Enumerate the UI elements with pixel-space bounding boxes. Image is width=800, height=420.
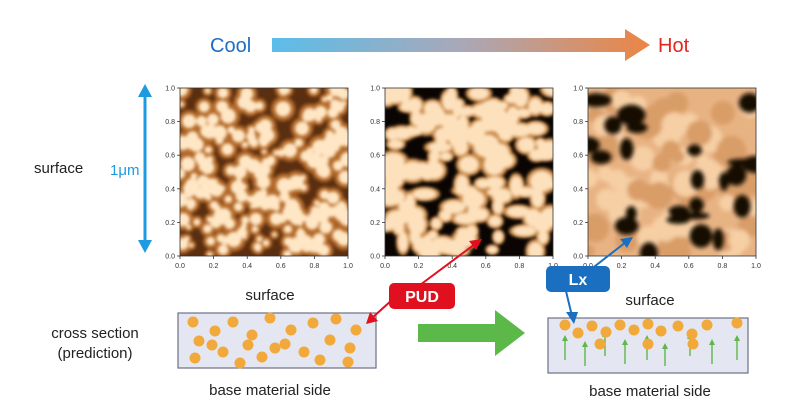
surface-particle	[731, 317, 743, 329]
left-base-label: base material side	[209, 382, 331, 399]
surface-particle	[614, 319, 626, 331]
afm-image-hot: 0.00.00.20.20.40.40.60.60.80.81.01.0	[573, 86, 761, 271]
predicted-particle	[342, 356, 354, 368]
predicted-particle	[227, 316, 239, 328]
pud-arrows	[366, 239, 482, 324]
pud-badge: PUD	[389, 283, 455, 309]
y-tick-label: 0.6	[165, 153, 175, 160]
x-tick-label: 0.8	[718, 263, 728, 270]
predicted-particle	[279, 338, 291, 350]
x-tick-label: 0.4	[447, 263, 457, 270]
surface-particle	[594, 338, 606, 350]
y-tick-label: 0.8	[573, 119, 583, 126]
y-tick-label: 0.6	[573, 153, 583, 160]
predicted-particle	[264, 312, 276, 324]
x-tick-label: 0.4	[242, 263, 252, 270]
predicted-particle	[307, 317, 319, 329]
afm-image-medium: 0.00.00.20.20.40.40.60.60.80.81.01.0	[370, 86, 558, 271]
predicted-particle	[314, 354, 326, 366]
predicted-particle	[189, 352, 201, 364]
y-tick-label: 0.8	[165, 119, 175, 126]
predicted-particle	[217, 346, 229, 358]
surface-particle	[600, 326, 612, 338]
y-tick-label: 1.0	[573, 86, 583, 93]
predicted-particle	[206, 339, 218, 351]
predicted-particle	[298, 346, 310, 358]
predicted-particle	[350, 324, 362, 336]
surface-row-label: surface	[34, 160, 83, 177]
y-tick-label: 0.4	[573, 186, 583, 193]
right-surface-label: surface	[625, 292, 674, 309]
predicted-particle	[246, 329, 258, 341]
surface-particle	[701, 319, 713, 331]
predicted-particle	[269, 342, 281, 354]
y-tick-label: 0.0	[165, 254, 175, 261]
x-tick-label: 0.4	[650, 263, 660, 270]
predicted-particle	[330, 313, 342, 325]
predicted-particle	[285, 324, 297, 336]
x-tick-label: 0.8	[515, 263, 525, 270]
predicted-particle	[344, 342, 356, 354]
process-arrow	[418, 310, 525, 356]
temperature-gradient-arrow	[272, 29, 650, 61]
y-tick-label: 0.8	[370, 119, 380, 126]
x-tick-label: 0.0	[175, 263, 185, 270]
y-tick-label: 1.0	[370, 86, 380, 93]
scale-arrow	[138, 84, 152, 253]
predicted-particle	[209, 325, 221, 337]
x-tick-label: 1.0	[751, 263, 761, 270]
lx-badge-label: Lx	[569, 272, 588, 289]
y-tick-label: 0.0	[573, 254, 583, 261]
predicted-particle	[187, 316, 199, 328]
y-tick-label: 0.2	[370, 220, 380, 227]
left-surface-label: surface	[245, 287, 294, 304]
predicted-particle	[242, 339, 254, 351]
x-tick-label: 0.0	[380, 263, 390, 270]
lx-badge: Lx	[546, 266, 610, 292]
surface-particle	[686, 328, 698, 340]
y-tick-label: 0.2	[573, 220, 583, 227]
x-tick-label: 0.6	[276, 263, 286, 270]
y-tick-label: 0.6	[370, 153, 380, 160]
surface-particle	[559, 319, 571, 331]
predicted-particle	[234, 357, 246, 369]
x-tick-label: 0.8	[310, 263, 320, 270]
left-cross-section-label-2: (prediction)	[57, 345, 132, 362]
x-tick-label: 0.6	[481, 263, 491, 270]
y-tick-label: 0.4	[165, 186, 175, 193]
surface-particle	[655, 325, 667, 337]
x-tick-label: 0.2	[414, 263, 424, 270]
predicted-particle	[256, 351, 268, 363]
surface-particle	[687, 338, 699, 350]
y-tick-label: 0.2	[165, 220, 175, 227]
afm-image-cool: 0.00.0 0.2 0.2 0.4 0.4 0.6 0.6 0.8 0.8 1.0 1.0	[165, 86, 353, 271]
left-cross-section	[177, 312, 377, 369]
surface-particle	[572, 327, 584, 339]
y-tick-label: 0.0	[370, 254, 380, 261]
predicted-particle	[193, 335, 205, 347]
x-tick-label: 0.6	[684, 263, 694, 270]
predicted-particle	[324, 334, 336, 346]
hot-label: Hot	[658, 35, 690, 57]
scale-label: 1μm	[110, 162, 139, 179]
surface-particle	[672, 320, 684, 332]
cool-label: Cool	[210, 35, 251, 57]
pud-badge-label: PUD	[405, 289, 439, 306]
surface-particle	[628, 324, 640, 336]
right-cross-section	[547, 317, 749, 374]
x-tick-label: 1.0	[343, 263, 353, 270]
surface-particle	[642, 318, 654, 330]
x-tick-label: 0.2	[209, 263, 219, 270]
y-tick-label: 0.4	[370, 186, 380, 193]
x-tick-label: 0.2	[617, 263, 627, 270]
y-tick-label: 1.0	[165, 86, 175, 93]
surface-particle	[642, 338, 654, 350]
surface-particle	[586, 320, 598, 332]
left-cross-section-label-1: cross section	[51, 325, 139, 342]
right-base-label: base material side	[589, 383, 711, 400]
